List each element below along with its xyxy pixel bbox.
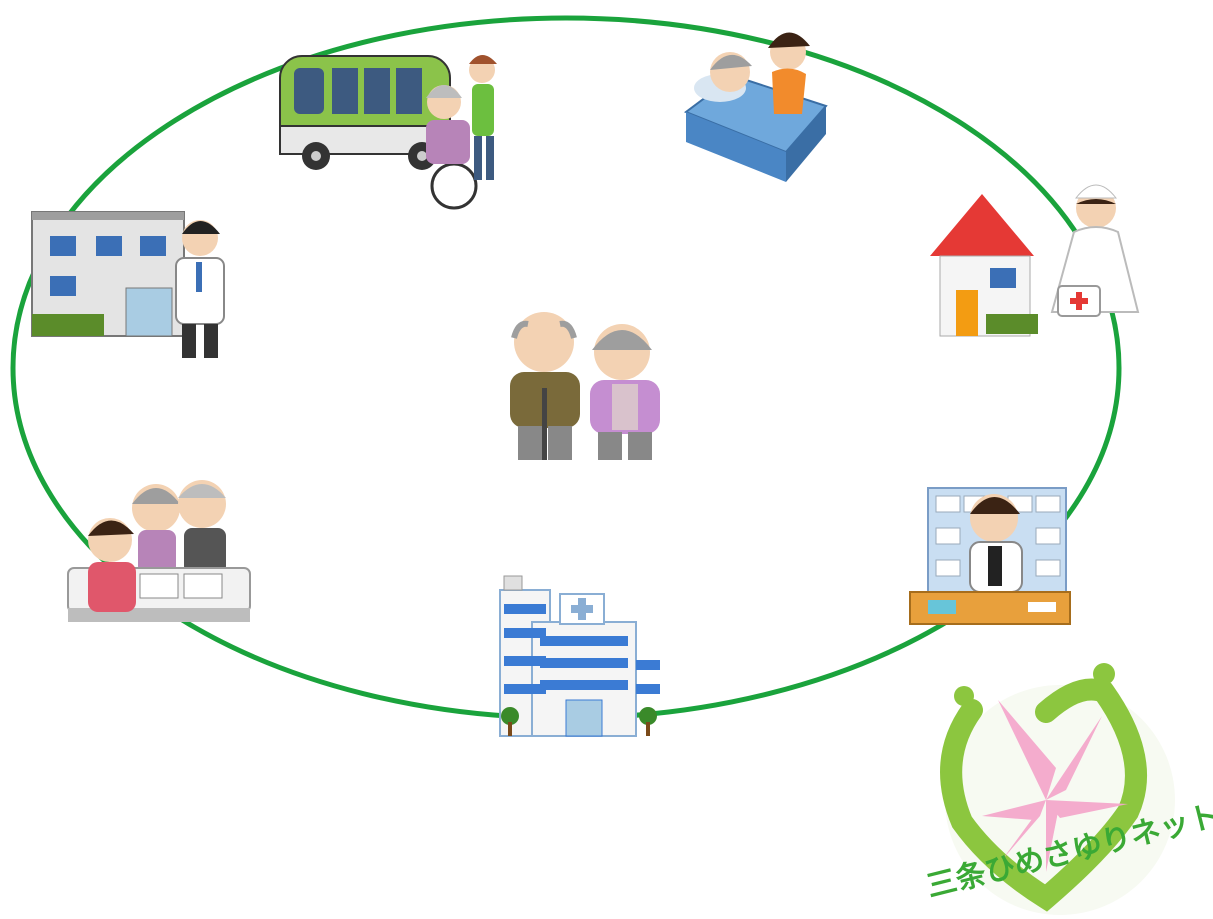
hospital-building-icon	[496, 575, 664, 742]
bedside-caregiver-icon	[680, 22, 830, 197]
care-manager-consultation-icon	[64, 478, 254, 628]
care-van-wheelchair-icon	[276, 38, 516, 210]
visiting-nurse-house-icon	[926, 176, 1166, 346]
clinic-doctor-icon	[18, 211, 233, 362]
pharmacist-icon	[909, 487, 1075, 628]
elderly-couple-icon	[500, 308, 665, 463]
lily-heart-logo-icon: 三条ひめさゆりネット	[890, 650, 1213, 919]
